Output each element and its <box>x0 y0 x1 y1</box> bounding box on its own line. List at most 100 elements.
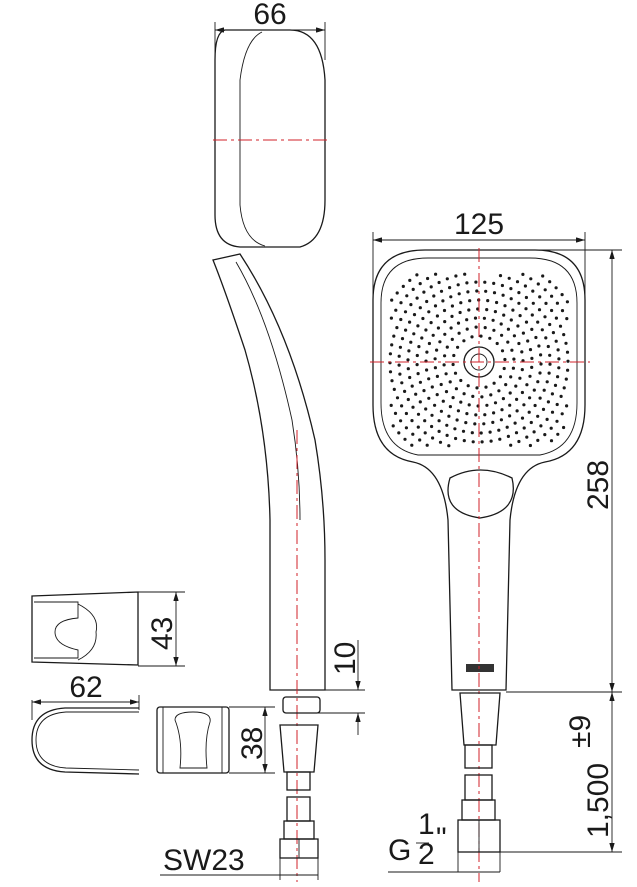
nozzle-dot <box>558 324 563 328</box>
nozzle-dot <box>444 390 449 394</box>
thread-suffix: " <box>436 822 447 855</box>
nozzle-dot <box>390 298 394 302</box>
nozzle-dot <box>403 389 407 393</box>
nozzle-dot <box>515 397 519 401</box>
nozzle-dot <box>565 300 570 304</box>
holder-side-view: 62 <box>31 671 140 775</box>
nozzle-dot <box>492 411 496 415</box>
nozzle-dot <box>408 320 412 324</box>
nozzle-dot <box>557 366 561 370</box>
nozzle-dot <box>450 314 454 318</box>
nozzle-dot <box>522 403 526 407</box>
nozzle-dot <box>466 290 470 294</box>
nozzle-dot <box>550 410 555 414</box>
nozzle-dot <box>448 286 452 290</box>
nozzle-dot <box>416 412 421 416</box>
dim-label-10: 10 <box>329 642 362 675</box>
nozzle-dot <box>424 328 428 332</box>
nozzle-dot <box>399 419 403 423</box>
nozzle-dot <box>450 304 454 308</box>
nozzle-dot <box>542 388 546 392</box>
nozzle-dot <box>414 392 418 396</box>
nozzle-dot <box>491 420 495 424</box>
nozzle-dot <box>564 341 568 345</box>
nozzle-dot <box>541 407 546 411</box>
nozzle-dot <box>502 366 506 371</box>
nozzle-dot <box>389 316 393 320</box>
nozzle-dot <box>454 387 458 391</box>
nozzle-dot <box>516 324 520 328</box>
nozzle-dot <box>390 379 394 383</box>
nozzle-dot <box>445 423 449 427</box>
nozzle-dot <box>537 344 541 348</box>
nozzle-dot <box>404 328 408 332</box>
nozzle-dot <box>525 383 529 387</box>
nozzle-dot <box>415 296 419 300</box>
nozzle-dot <box>536 380 540 384</box>
nozzle-dot <box>566 368 570 372</box>
nozzle-dot <box>397 431 401 435</box>
nozzle-dot <box>457 331 461 335</box>
nozzle-dot <box>551 331 556 335</box>
nozzle-dot <box>431 436 435 440</box>
nozzle-dot <box>474 413 478 417</box>
nozzle-dot <box>471 394 475 398</box>
nozzle-dot <box>534 335 538 340</box>
nozzle-dot <box>439 382 443 387</box>
nozzle-dot <box>406 367 410 371</box>
nozzle-dot <box>397 363 401 367</box>
nozzle-dot <box>495 300 499 305</box>
nozzle-dot <box>449 295 453 299</box>
nozzle-dot <box>533 403 537 408</box>
nozzle-dot <box>403 437 407 441</box>
nozzle-dot <box>395 326 399 330</box>
nozzle-dot <box>499 322 503 326</box>
nozzle-dot <box>438 440 443 444</box>
nozzle-dot <box>536 320 540 324</box>
nozzle-dot <box>547 371 551 375</box>
nozzle-dot <box>418 438 422 442</box>
nozzle-dot <box>485 308 489 312</box>
nozzle-dot <box>548 280 552 284</box>
nozzle-dot <box>453 371 458 375</box>
nozzle-dot <box>530 356 534 360</box>
nozzle-dot <box>448 380 452 384</box>
nozzle-dot <box>448 405 452 409</box>
nozzle-dot <box>526 339 530 343</box>
nozzle-dot <box>459 378 463 383</box>
nozzle-dot <box>475 386 479 390</box>
nozzle-dot <box>525 435 529 439</box>
nozzle-dot <box>538 295 542 299</box>
nozzle-dot <box>433 366 437 370</box>
nozzle-dot <box>456 321 461 325</box>
nozzle-dot <box>548 353 552 357</box>
nozzle-dot <box>474 325 478 329</box>
nozzle-dot <box>488 336 492 340</box>
nozzle-dot <box>521 331 526 335</box>
nozzle-dot <box>433 403 437 407</box>
nozzle-dot <box>532 388 536 392</box>
nozzle-dot <box>528 396 532 400</box>
nozzle-dot <box>498 375 502 379</box>
nozzle-dot <box>485 403 489 407</box>
nozzle-dot <box>556 348 560 352</box>
nozzle-dot <box>415 353 419 358</box>
nozzle-dot <box>445 345 449 349</box>
front-view-handshower <box>370 248 590 882</box>
nozzle-dot <box>408 375 412 380</box>
nozzle-dot <box>483 280 487 284</box>
nozzle-dot <box>449 326 453 330</box>
nozzle-dot <box>439 289 444 293</box>
nozzle-dot <box>537 308 542 312</box>
nozzle-dot <box>409 340 413 344</box>
nozzle-dot <box>556 432 560 436</box>
nozzle-dot <box>452 353 456 358</box>
nozzle-dot <box>412 332 416 336</box>
nozzle-dot <box>508 414 512 418</box>
nozzle-dot <box>517 341 521 346</box>
nozzle-dot <box>480 440 484 444</box>
nozzle-dot <box>493 401 498 405</box>
nozzle-dot <box>550 294 554 298</box>
nozzle-dot <box>565 350 570 354</box>
nozzle-dot <box>399 317 403 322</box>
